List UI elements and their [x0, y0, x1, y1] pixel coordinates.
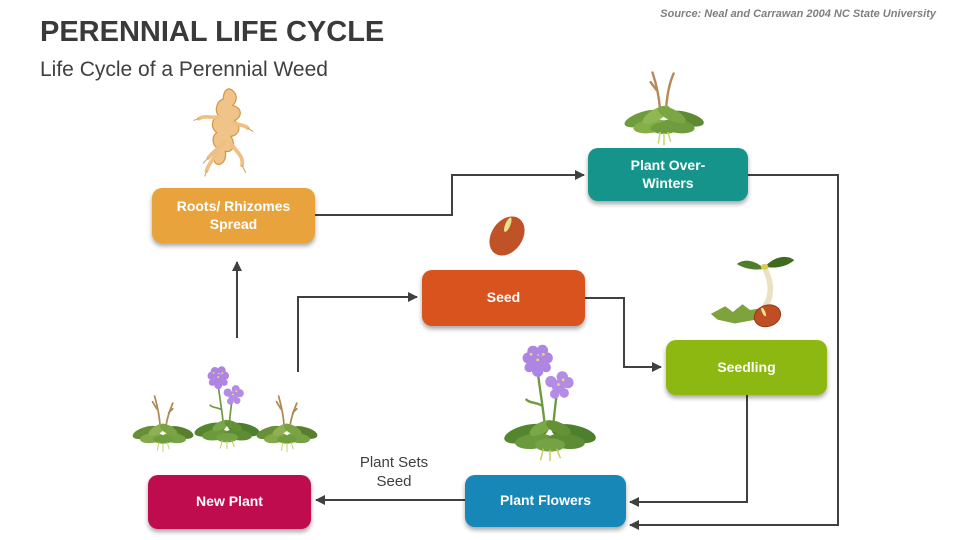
- page-subtitle: Life Cycle of a Perennial Weed: [40, 58, 328, 81]
- arrow-seedling-to-plant-flowers: [629, 395, 748, 507]
- node-seedling: Seedling: [666, 340, 827, 395]
- rosette-plant-illustration: [130, 395, 196, 453]
- plant-sets-seed-label: Plant Sets Seed: [359, 454, 429, 490]
- page-title: PERENNIAL LIFE CYCLE: [40, 16, 385, 48]
- node-plant-overwinters: Plant Over- Winters: [588, 148, 748, 201]
- arrow-roots-to-overwinters: [315, 170, 585, 216]
- node-new-plant: New Plant: [148, 475, 311, 529]
- node-seed: Seed: [422, 270, 585, 326]
- arrow-new-plant-to-seed: [297, 292, 418, 372]
- source-attribution: Source: Neal and Carrawan 2004 NC State …: [660, 8, 936, 20]
- node-plant-flowers: Plant Flowers: [465, 475, 626, 527]
- seedling-sprout-illustration: [710, 256, 795, 328]
- flowering-plant-illustration: [501, 343, 599, 462]
- perennial-root-illustration: [193, 88, 254, 177]
- rosette-plant-illustration: [254, 395, 320, 453]
- node-roots-rhizomes-spread: Roots/ Rhizomes Spread: [152, 188, 315, 243]
- seed-illustration: [489, 216, 525, 256]
- overwintering-rosette-illustration: [624, 71, 704, 146]
